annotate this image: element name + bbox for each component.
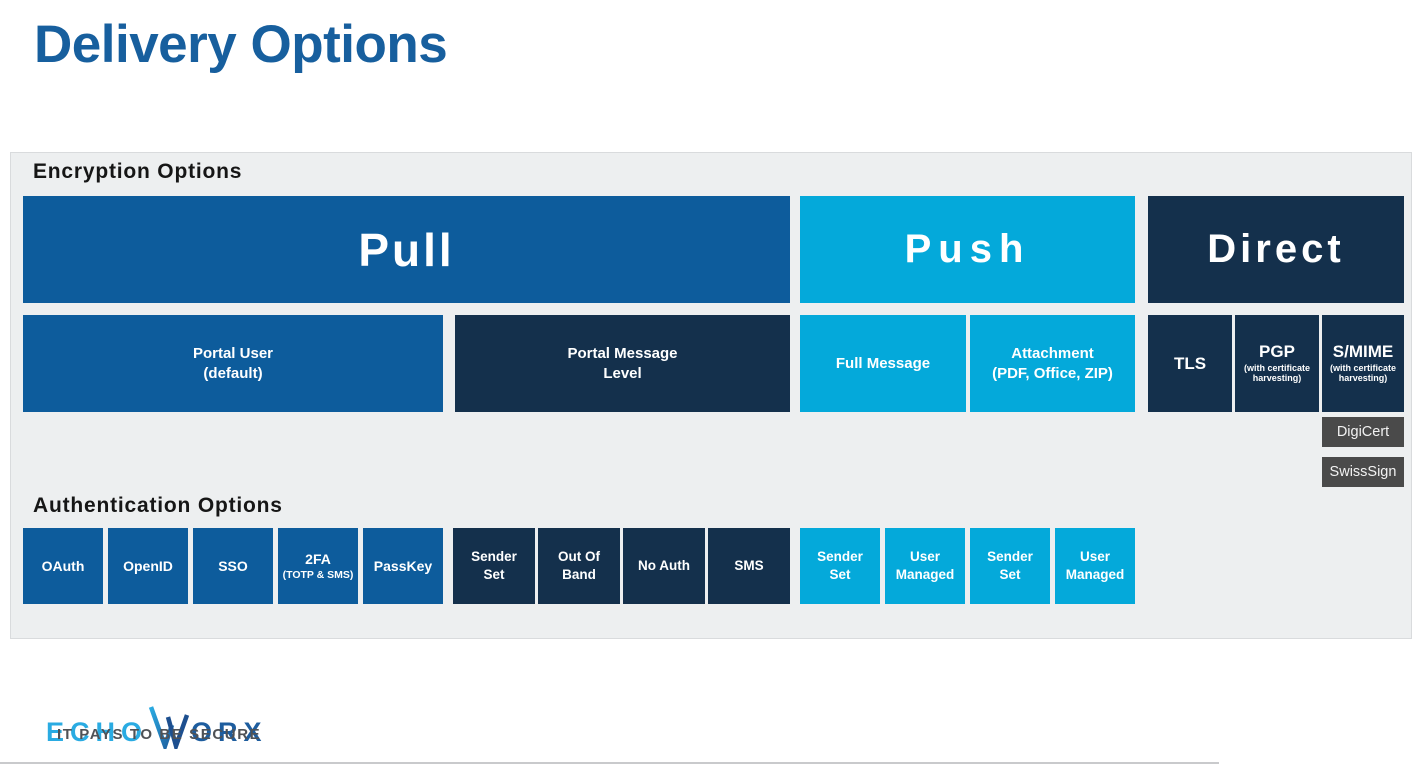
auth-label-line1: Out Of [558,549,600,565]
logo-text-echo: ECHO [46,717,149,747]
auth-no-auth-block: No Auth [623,528,705,604]
auth-sender-set-navy-block-1: Sender Set [453,528,535,604]
auth-passkey-block: PassKey [363,528,443,604]
encryption-options-label: Encryption Options [33,160,243,183]
echoworx-logo: ECHO ORX [46,686,268,749]
auth-user-managed-block-2: User Managed [1055,528,1135,604]
auth-label-line1: Sender [987,549,1033,565]
auth-out-of-band-block: Out Of Band [538,528,620,604]
auth-label-line2: Band [562,567,596,582]
attachment-block: Attachment (PDF, Office, ZIP) [970,315,1135,412]
auth-sms-block: SMS [708,528,790,604]
direct-header-label: Direct [1207,227,1345,271]
auth-user-managed-block-1: User Managed [885,528,965,604]
smime-block: S/MIME (with certificate harvesting) [1322,315,1404,412]
smime-sublabel: (with certificate harvesting) [1329,362,1396,384]
auth-label-line1: Sender [471,549,517,565]
auth-sso-label: SSO [218,557,248,574]
auth-label-line1: User [909,549,941,565]
tls-block: TLS [1148,315,1232,412]
portal-message-level-block: Portal Message Level [455,315,790,412]
page-bottom-divider [0,762,1219,764]
portal-message-label-line1: Portal Message [567,345,678,362]
logo-tagline: IT PAYS TO BE SECURE [57,726,262,743]
tls-label: TLS [1173,353,1207,373]
auth-passkey-label: PassKey [373,557,433,574]
logo-text-orx: ORX [191,717,268,747]
push-header-block: Push [800,196,1135,303]
pgp-sublabel: (with certificate harvesting) [1243,362,1310,384]
push-header-label: Push [904,227,1031,271]
auth-label-line2: Managed [895,567,955,582]
auth-label-line1: SMS [734,558,764,574]
pull-header-label: Pull [358,223,455,276]
authentication-options-label: Authentication Options [33,494,283,517]
pgp-block: PGP (with certificate harvesting) [1235,315,1319,412]
portal-message-label-line2: Level [603,364,642,382]
smime-label: S/MIME [1332,341,1394,361]
auth-label-line2: Set [999,567,1021,582]
attachment-label: Attachment [1011,345,1094,362]
swisssign-label: SwissSign [1329,464,1397,480]
portal-user-sublabel: (default) [203,364,263,382]
direct-header-block: Direct [1148,196,1404,303]
auth-sender-set-cyan-block-1: Sender Set [800,528,880,604]
auth-label-line1: User [1079,549,1111,565]
page-title: Delivery Options [34,15,448,74]
auth-sso-block: SSO [193,528,273,604]
auth-label-line2: Set [829,567,851,582]
auth-2fa-label: 2FA [305,551,331,568]
full-message-block: Full Message [800,315,966,412]
auth-openid-label: OpenID [123,557,173,574]
portal-user-block: Portal User (default) [23,315,443,412]
echoworx-w-mark-icon [148,706,190,749]
pull-header-block: Pull [23,196,790,303]
digicert-block: DigiCert [1322,417,1404,447]
portal-user-label: Portal User [192,345,274,362]
auth-oauth-label: OAuth [41,557,85,574]
pgp-label: PGP [1259,341,1295,361]
swisssign-block: SwissSign [1322,457,1404,487]
auth-label-line1: Sender [817,549,863,565]
auth-2fa-sublabel: (TOTP & SMS) [282,569,354,582]
auth-label-line2: Managed [1065,567,1125,582]
full-message-label: Full Message [835,354,931,372]
auth-oauth-block: OAuth [23,528,103,604]
digicert-label: DigiCert [1336,424,1390,440]
auth-label-line2: Set [483,567,505,582]
attachment-sublabel: (PDF, Office, ZIP) [992,364,1113,382]
auth-openid-block: OpenID [108,528,188,604]
auth-label-line1: No Auth [638,558,690,574]
auth-2fa-block: 2FA (TOTP & SMS) [278,528,358,604]
auth-sender-set-cyan-block-2: Sender Set [970,528,1050,604]
